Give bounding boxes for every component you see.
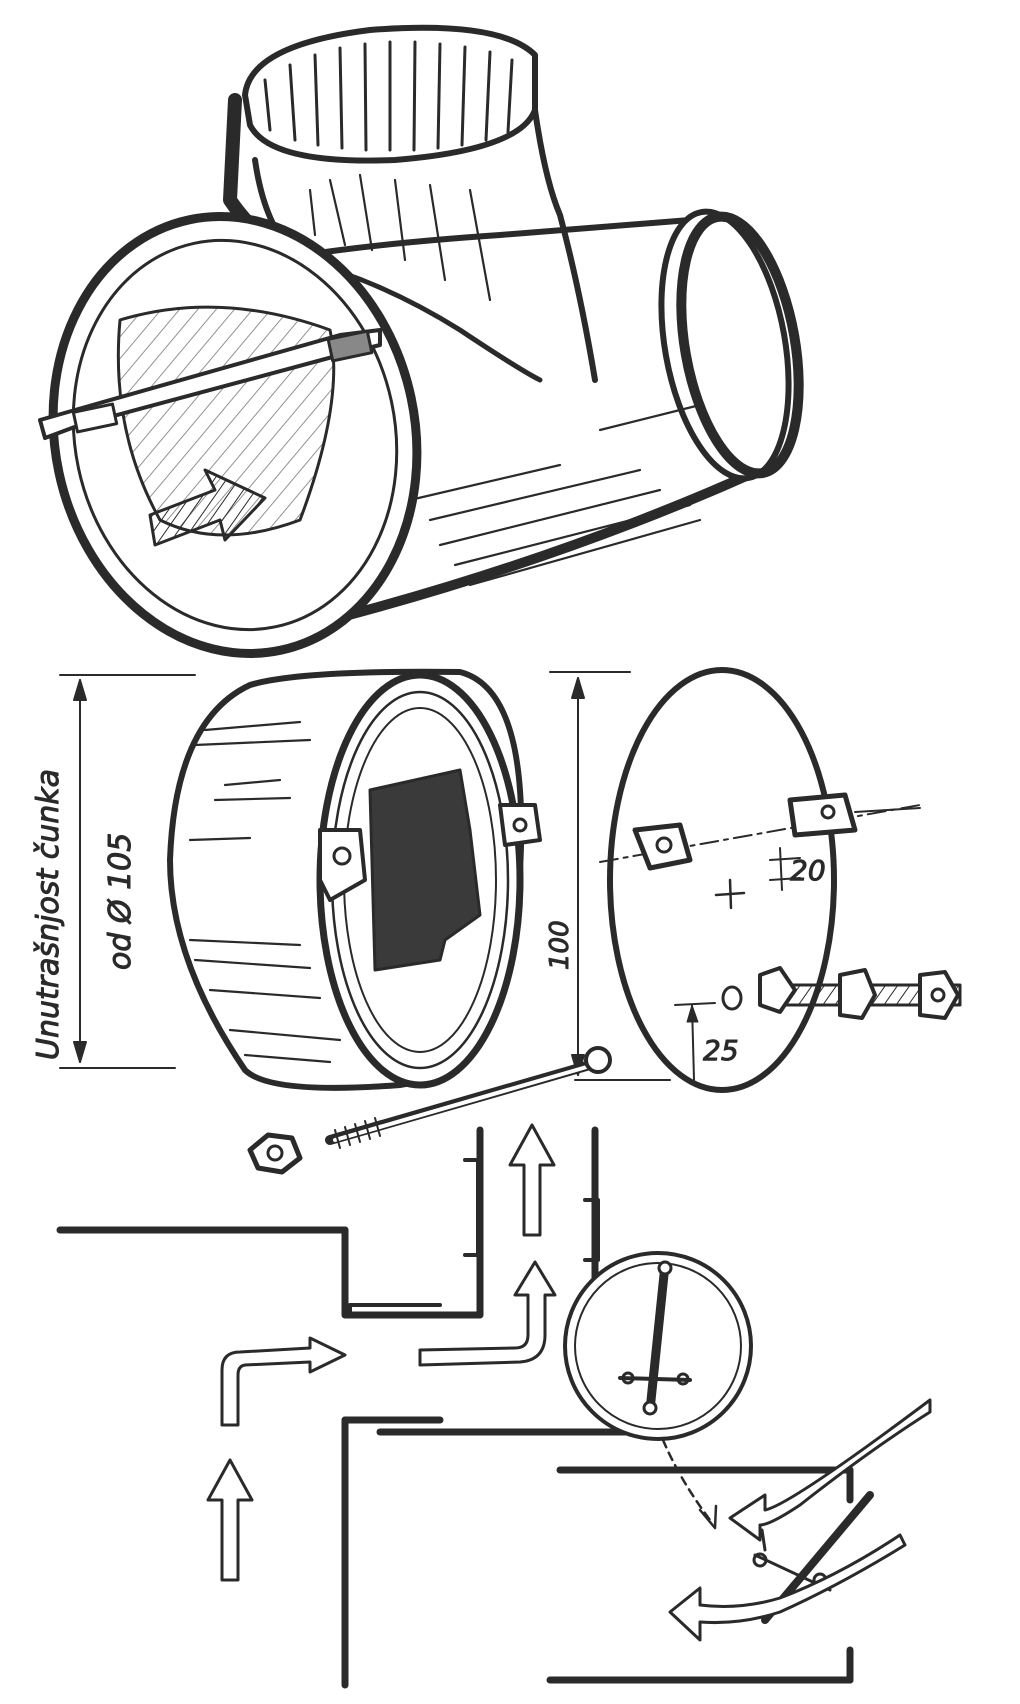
flow-arrow-up-left — [206, 1458, 254, 1582]
damper-ring — [167, 668, 542, 1091]
flow-arrow-up-center — [508, 1123, 556, 1237]
bolt-assembly — [758, 966, 962, 1020]
damper-disk — [599, 667, 921, 1093]
damper-section-circle — [563, 1251, 753, 1441]
inner-side-label: Unutrašnjost čunka — [31, 769, 66, 1060]
duct-walls — [56, 1126, 854, 1689]
pipe-branch-collar — [223, 24, 598, 383]
flow-arrow-curve-lower — [668, 1533, 907, 1642]
diameter-label: od Ø 105 — [103, 833, 138, 970]
height-dimension-label: 100 — [545, 920, 575, 970]
pipe-front-opening — [38, 212, 422, 658]
flow-arrow-dashed — [661, 1438, 718, 1530]
t-pipe-illustration — [38, 24, 804, 658]
offset-bottom-label: 25 — [703, 1034, 739, 1067]
pipe-main-body — [187, 208, 804, 625]
exploded-parts: Unutrašnjost čunka od Ø 105 — [31, 667, 962, 1175]
flow-section-diagram — [56, 1123, 932, 1689]
flow-arrow-bend-center — [418, 1260, 557, 1367]
offset-top-label: 20 — [790, 854, 826, 887]
flow-arrow-curve-right — [728, 1398, 932, 1542]
dimension-diameter — [59, 674, 196, 1069]
flow-arrow-bend-left — [220, 1336, 347, 1427]
axle-rod — [247, 1046, 612, 1175]
